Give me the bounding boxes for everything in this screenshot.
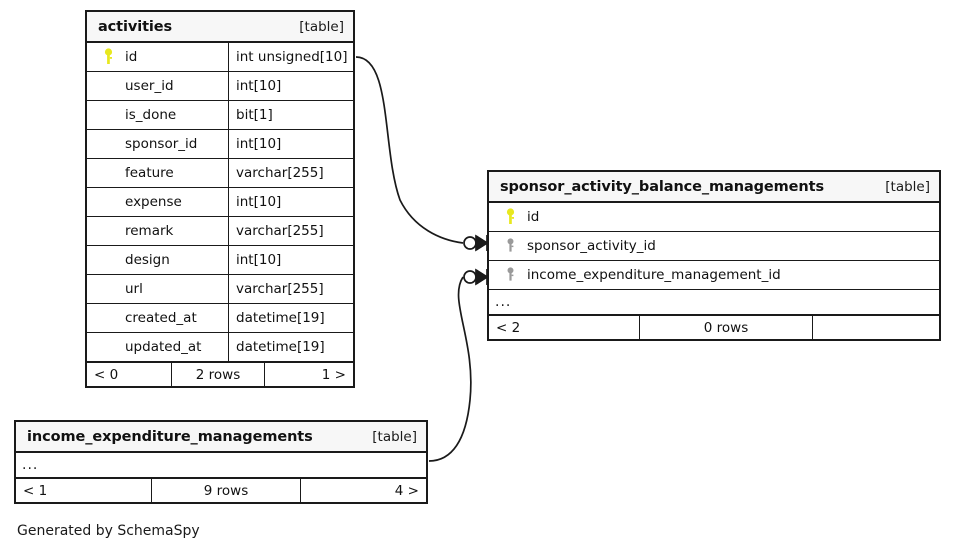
column-name: id — [125, 49, 138, 65]
table-type-tag: [table] — [885, 178, 930, 195]
footer-child-count — [812, 316, 939, 339]
foreign-key-icon — [497, 267, 523, 283]
footer-parent-count[interactable]: < 0 — [94, 366, 119, 383]
column-name: url — [125, 281, 143, 297]
table-header-activities: activities [table] — [87, 12, 353, 43]
table-header-sponsor-activity-balance-managements: sponsor_activity_balance_managements [ta… — [489, 172, 939, 203]
footer-row-count: 0 rows — [639, 316, 812, 339]
column-name: feature — [125, 165, 174, 181]
table-row[interactable]: feature varchar[255] — [87, 159, 353, 188]
footer-child-count[interactable]: 4 > — [300, 479, 426, 502]
primary-key-icon — [95, 48, 121, 66]
table-type-tag: [table] — [372, 428, 417, 445]
table-row[interactable]: is_done bit[1] — [87, 101, 353, 130]
table-title: income_expenditure_managements — [27, 428, 313, 445]
primary-key-icon — [497, 208, 523, 226]
column-name: id — [527, 209, 540, 225]
table-node-activities[interactable]: activities [table] id int unsigned[10] u… — [85, 10, 355, 388]
column-type: varchar[255] — [228, 275, 353, 303]
column-name: income_expenditure_management_id — [527, 267, 781, 283]
table-node-income-expenditure-managements[interactable]: income_expenditure_managements [table] .… — [14, 420, 428, 504]
column-type: int[10] — [228, 130, 353, 158]
edge-activities-to-sponsor — [355, 56, 464, 244]
more-columns-indicator: ... — [489, 290, 939, 315]
column-name: sponsor_id — [125, 136, 198, 152]
table-row[interactable]: expense int[10] — [87, 188, 353, 217]
table-row[interactable]: created_at datetime[19] — [87, 304, 353, 333]
table-row[interactable]: design int[10] — [87, 246, 353, 275]
footer-row-count: 9 rows — [151, 479, 300, 502]
table-footer-activities: < 0 2 rows 1 > — [87, 362, 353, 386]
table-footer-income-expenditure-managements: < 1 9 rows 4 > — [16, 478, 426, 502]
column-name: user_id — [125, 78, 174, 94]
table-title: sponsor_activity_balance_managements — [500, 178, 824, 195]
table-row[interactable]: sponsor_id int[10] — [87, 130, 353, 159]
column-type: datetime[19] — [228, 333, 353, 361]
column-name: updated_at — [125, 339, 202, 355]
column-name: expense — [125, 194, 182, 210]
column-name: created_at — [125, 310, 197, 326]
column-type: int unsigned[10] — [228, 43, 353, 71]
foreign-key-icon — [497, 238, 523, 254]
table-node-sponsor-activity-balance-managements[interactable]: sponsor_activity_balance_managements [ta… — [487, 170, 941, 341]
column-name: is_done — [125, 107, 177, 123]
column-type: int[10] — [228, 188, 353, 216]
table-row[interactable]: updated_at datetime[19] — [87, 333, 353, 362]
edge-income-to-sponsor — [428, 276, 472, 462]
table-row[interactable]: url varchar[255] — [87, 275, 353, 304]
column-type: int[10] — [228, 72, 353, 100]
column-name: sponsor_activity_id — [527, 238, 656, 254]
column-type: bit[1] — [228, 101, 353, 129]
column-type: varchar[255] — [228, 159, 353, 187]
column-type: varchar[255] — [228, 217, 353, 245]
generator-credit: Generated by SchemaSpy — [17, 523, 200, 539]
table-row[interactable]: remark varchar[255] — [87, 217, 353, 246]
column-name: design — [125, 252, 170, 268]
table-row[interactable]: sponsor_activity_id — [489, 232, 939, 261]
footer-row-count: 2 rows — [171, 363, 264, 386]
column-type: datetime[19] — [228, 304, 353, 332]
footer-parent-count[interactable]: < 2 — [496, 319, 521, 336]
footer-parent-count[interactable]: < 1 — [23, 482, 48, 499]
table-row[interactable]: user_id int[10] — [87, 72, 353, 101]
table-row[interactable]: id int unsigned[10] — [87, 43, 353, 72]
footer-child-count[interactable]: 1 > — [264, 363, 353, 386]
table-footer-sponsor-activity-balance-managements: < 2 0 rows — [489, 315, 939, 339]
table-type-tag: [table] — [299, 18, 344, 35]
table-title: activities — [98, 18, 173, 35]
table-row[interactable]: id — [489, 203, 939, 232]
table-header-income-expenditure-managements: income_expenditure_managements [table] — [16, 422, 426, 453]
more-columns-indicator: ... — [16, 453, 426, 478]
column-name: remark — [125, 223, 174, 239]
crowsfoot-marker-income-expenditure-management-id — [463, 268, 489, 286]
column-type: int[10] — [228, 246, 353, 274]
crowsfoot-marker-sponsor-activity-id — [463, 234, 489, 252]
table-row[interactable]: income_expenditure_management_id — [489, 261, 939, 290]
